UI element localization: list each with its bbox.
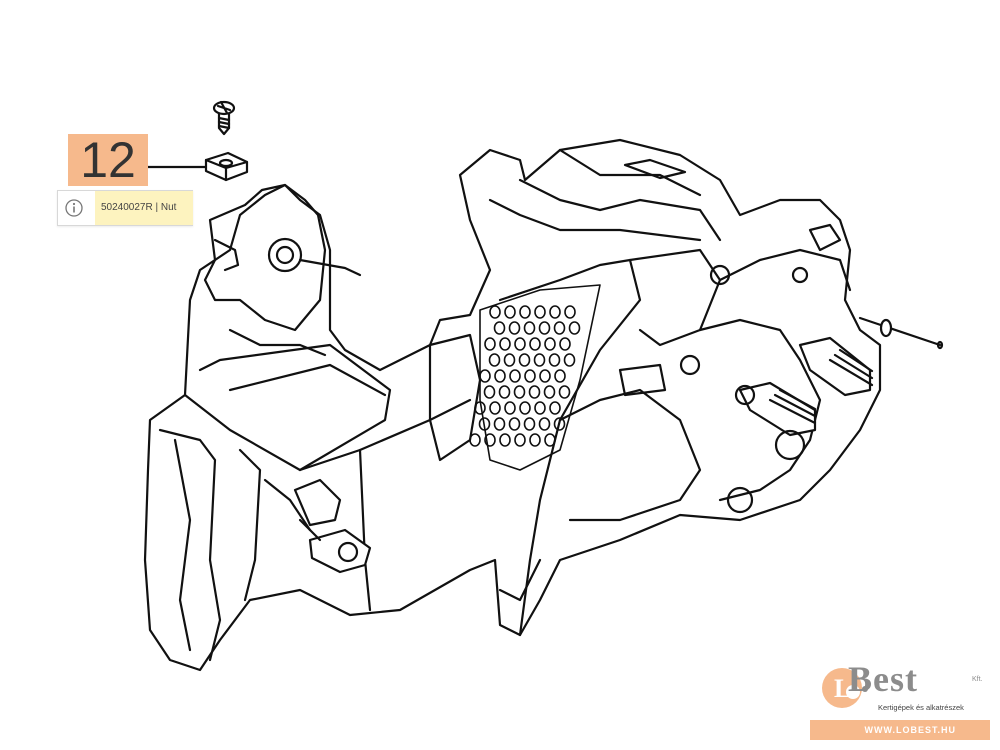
grille-cell — [508, 321, 521, 335]
grille-cell — [499, 433, 511, 447]
grille-cell — [534, 305, 546, 319]
grille-cell — [489, 401, 501, 415]
grille-cell — [493, 321, 506, 335]
grille-cell — [549, 401, 561, 415]
grille-cell — [533, 353, 546, 367]
grille-cell — [554, 369, 566, 383]
grille-cell — [568, 321, 581, 335]
callout-number[interactable]: 12 — [68, 134, 148, 186]
grille-cell — [484, 433, 496, 447]
screw-part — [212, 100, 236, 136]
grille-cell — [518, 353, 531, 367]
grille-cell — [514, 337, 526, 351]
cooling-grille — [469, 284, 601, 471]
grille-cell — [538, 417, 551, 431]
grille-cell — [538, 321, 551, 335]
grille-cell — [504, 305, 516, 319]
grille-cell — [519, 401, 531, 415]
grille-cell — [544, 433, 556, 447]
svg-text:L: L — [834, 674, 851, 703]
grille-cell — [563, 353, 576, 367]
grille-cell — [559, 337, 571, 351]
grille-cell — [529, 337, 541, 351]
grille-cell — [489, 305, 501, 319]
grille-cell — [553, 321, 566, 335]
logo-tagline: Kertigépek és alkatrészek — [878, 703, 964, 712]
grille-cell — [514, 433, 526, 447]
grille-cell — [493, 417, 506, 431]
grille-cell — [498, 385, 511, 399]
grille-cell — [524, 369, 536, 383]
grille-cell — [503, 353, 516, 367]
grille-cell — [528, 385, 541, 399]
lobest-logo[interactable]: L Best Kft. Kertigépek és alkatrészek WW… — [808, 659, 990, 740]
grille-cell — [509, 369, 521, 383]
grille-cell — [539, 369, 551, 383]
logo-mark-icon: L — [822, 668, 868, 708]
grille-cell — [523, 321, 536, 335]
grille-cell — [474, 401, 486, 415]
grille-cell — [513, 385, 526, 399]
part-info-box[interactable]: 50240027R | Nut — [57, 190, 193, 226]
grille-cell — [544, 337, 556, 351]
grille-cell — [529, 433, 541, 447]
long-bolt-part — [858, 316, 944, 350]
bar-stud — [738, 336, 874, 437]
grille-cell — [534, 401, 546, 415]
grille-cell — [488, 353, 501, 367]
grille-cell — [499, 337, 511, 351]
grille-cell — [469, 433, 481, 447]
grille-cell — [504, 401, 516, 415]
grille-cell — [478, 417, 491, 431]
grille-cell — [483, 385, 496, 399]
part-number-label: 50240027R | Nut — [95, 191, 193, 225]
logo-kft: Kft. — [972, 676, 983, 683]
grille-cell — [558, 385, 571, 399]
grille-cell — [543, 385, 556, 399]
info-icon — [65, 199, 83, 217]
logo-wordmark: Best — [848, 659, 918, 699]
grille-cell — [548, 353, 561, 367]
grille-cell — [494, 369, 506, 383]
grille-cell — [484, 337, 496, 351]
nut-part[interactable] — [204, 151, 249, 182]
grille-cell — [508, 417, 521, 431]
rear-handle-mount — [203, 183, 362, 357]
grille-cell — [549, 305, 561, 319]
logo-url[interactable]: WWW.LOBEST.HU — [810, 720, 990, 740]
grille-cell — [523, 417, 536, 431]
grille-cell — [564, 305, 576, 319]
grille-cell — [553, 417, 566, 431]
grille-cell — [519, 305, 531, 319]
grille-cell — [479, 369, 491, 383]
fuel-connector — [298, 518, 372, 574]
